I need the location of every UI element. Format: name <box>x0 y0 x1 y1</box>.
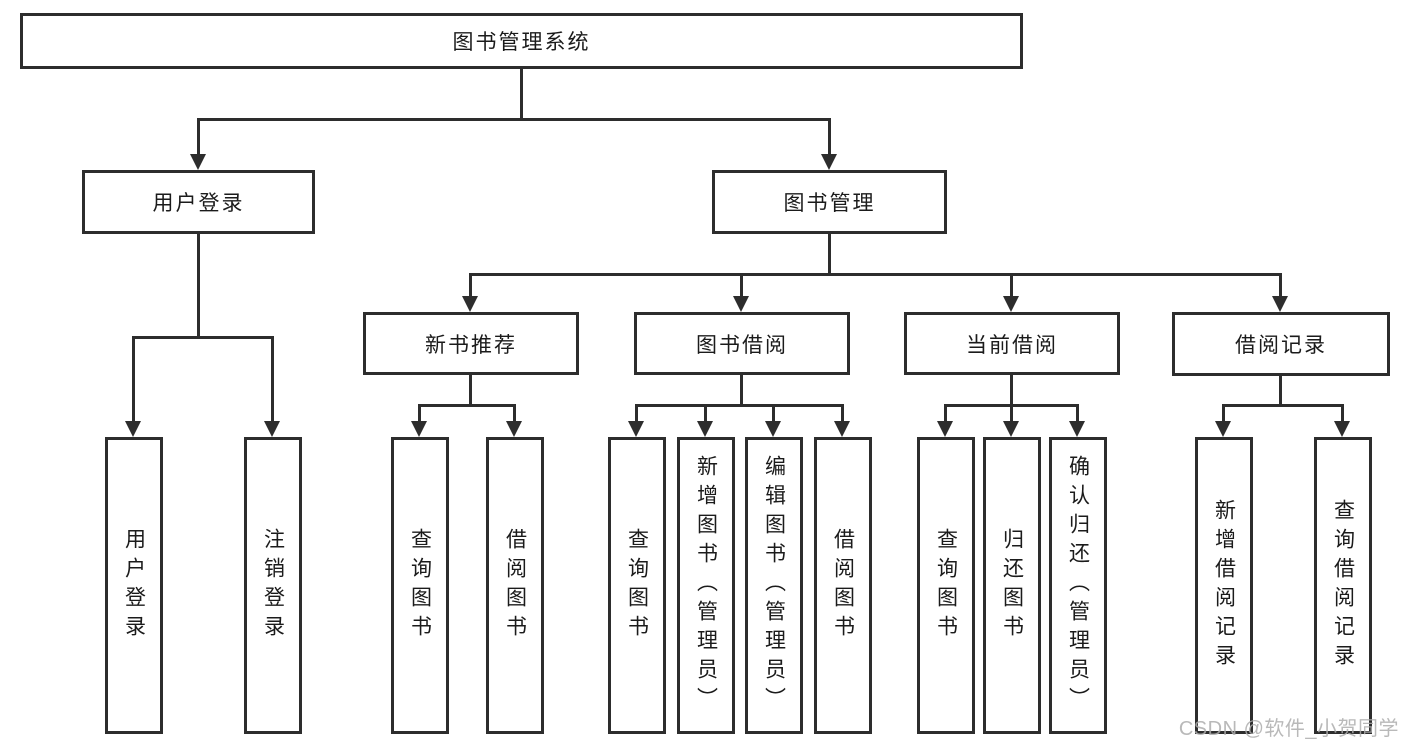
connector-line <box>132 336 274 339</box>
leaf-add-borrow-record: 新增借阅记录 <box>1195 437 1253 734</box>
leaf-label: 新增图书（管理员） <box>694 455 718 716</box>
arrow-down-icon <box>937 407 953 437</box>
node-library-management-system: 图书管理系统 <box>20 13 1023 69</box>
node-new-book-recommendation: 新书推荐 <box>363 312 579 375</box>
node-book-management: 图书管理 <box>712 170 947 234</box>
leaf-label: 查询图书 <box>934 527 958 644</box>
connector-line <box>1010 375 1013 407</box>
leaf-borrow-books-recommend: 借阅图书 <box>486 437 544 734</box>
leaf-label: 注销登录 <box>261 527 285 644</box>
node-current-borrowing: 当前借阅 <box>904 312 1120 375</box>
arrow-down-icon <box>1215 407 1231 437</box>
arrow-down-icon <box>628 407 644 437</box>
leaf-label: 新增借阅记录 <box>1212 498 1236 673</box>
node-borrowing-records: 借阅记录 <box>1172 312 1390 376</box>
leaf-label: 查询图书 <box>625 527 649 644</box>
leaf-query-books-borrow: 查询图书 <box>608 437 666 734</box>
node-label: 图书管理系统 <box>452 31 591 54</box>
node-label: 当前借阅 <box>966 333 1058 357</box>
connector-line <box>520 68 523 121</box>
leaf-label: 查询借阅记录 <box>1331 498 1355 673</box>
leaf-label: 编辑图书（管理员） <box>762 455 786 716</box>
connector-line <box>197 234 200 339</box>
leaf-confirm-return-admin: 确认归还（管理员） <box>1049 437 1107 734</box>
connector-line <box>828 234 831 276</box>
leaf-label: 借阅图书 <box>831 527 855 644</box>
connector-line <box>469 375 472 407</box>
arrow-down-icon <box>1003 276 1019 312</box>
connector-line <box>197 118 831 121</box>
arrow-down-icon <box>411 407 427 437</box>
leaf-edit-book-admin: 编辑图书（管理员） <box>745 437 803 734</box>
connector-line <box>418 404 516 407</box>
node-label: 用户登录 <box>152 192 245 215</box>
watermark: CSDN @软件_小贺同学 <box>1178 718 1399 740</box>
arrow-down-icon <box>1003 407 1019 437</box>
arrow-down-icon <box>765 407 781 437</box>
node-book-borrowing: 图书借阅 <box>634 312 850 375</box>
leaf-label: 查询图书 <box>408 527 432 644</box>
arrow-down-icon <box>1272 276 1288 312</box>
leaf-user-login: 用户登录 <box>105 437 163 734</box>
arrow-down-icon <box>821 121 837 170</box>
leaf-query-books-recommend: 查询图书 <box>391 437 449 734</box>
connector-line <box>1222 404 1344 407</box>
node-label: 图书借阅 <box>696 333 788 357</box>
leaf-borrow-books: 借阅图书 <box>814 437 872 734</box>
arrow-down-icon <box>834 407 850 437</box>
arrow-down-icon <box>733 276 749 312</box>
connector-line <box>635 404 844 407</box>
arrow-down-icon <box>125 339 141 437</box>
node-label: 借阅记录 <box>1235 334 1327 357</box>
leaf-label: 归还图书 <box>1000 527 1024 644</box>
arrow-down-icon <box>1069 407 1085 437</box>
leaf-label: 用户登录 <box>122 527 146 644</box>
leaf-return-book: 归还图书 <box>983 437 1041 734</box>
connector-line <box>1279 375 1282 407</box>
connector-line <box>740 375 743 407</box>
leaf-add-book-admin: 新增图书（管理员） <box>677 437 735 734</box>
node-label: 图书管理 <box>783 192 876 215</box>
leaf-label: 确认归还（管理员） <box>1066 455 1090 716</box>
leaf-query-borrow-record: 查询借阅记录 <box>1314 437 1372 734</box>
arrow-down-icon <box>190 121 206 170</box>
arrow-down-icon <box>264 339 280 437</box>
connector-line <box>469 273 1282 276</box>
arrow-down-icon <box>506 407 522 437</box>
arrow-down-icon <box>697 407 713 437</box>
arrow-down-icon <box>1334 407 1350 437</box>
node-user-login: 用户登录 <box>82 170 315 234</box>
leaf-query-books-current: 查询图书 <box>917 437 975 734</box>
connector-line <box>944 404 1079 407</box>
leaf-logout: 注销登录 <box>244 437 302 734</box>
node-label: 新书推荐 <box>425 333 517 357</box>
arrow-down-icon <box>462 276 478 312</box>
leaf-label: 借阅图书 <box>503 527 527 644</box>
